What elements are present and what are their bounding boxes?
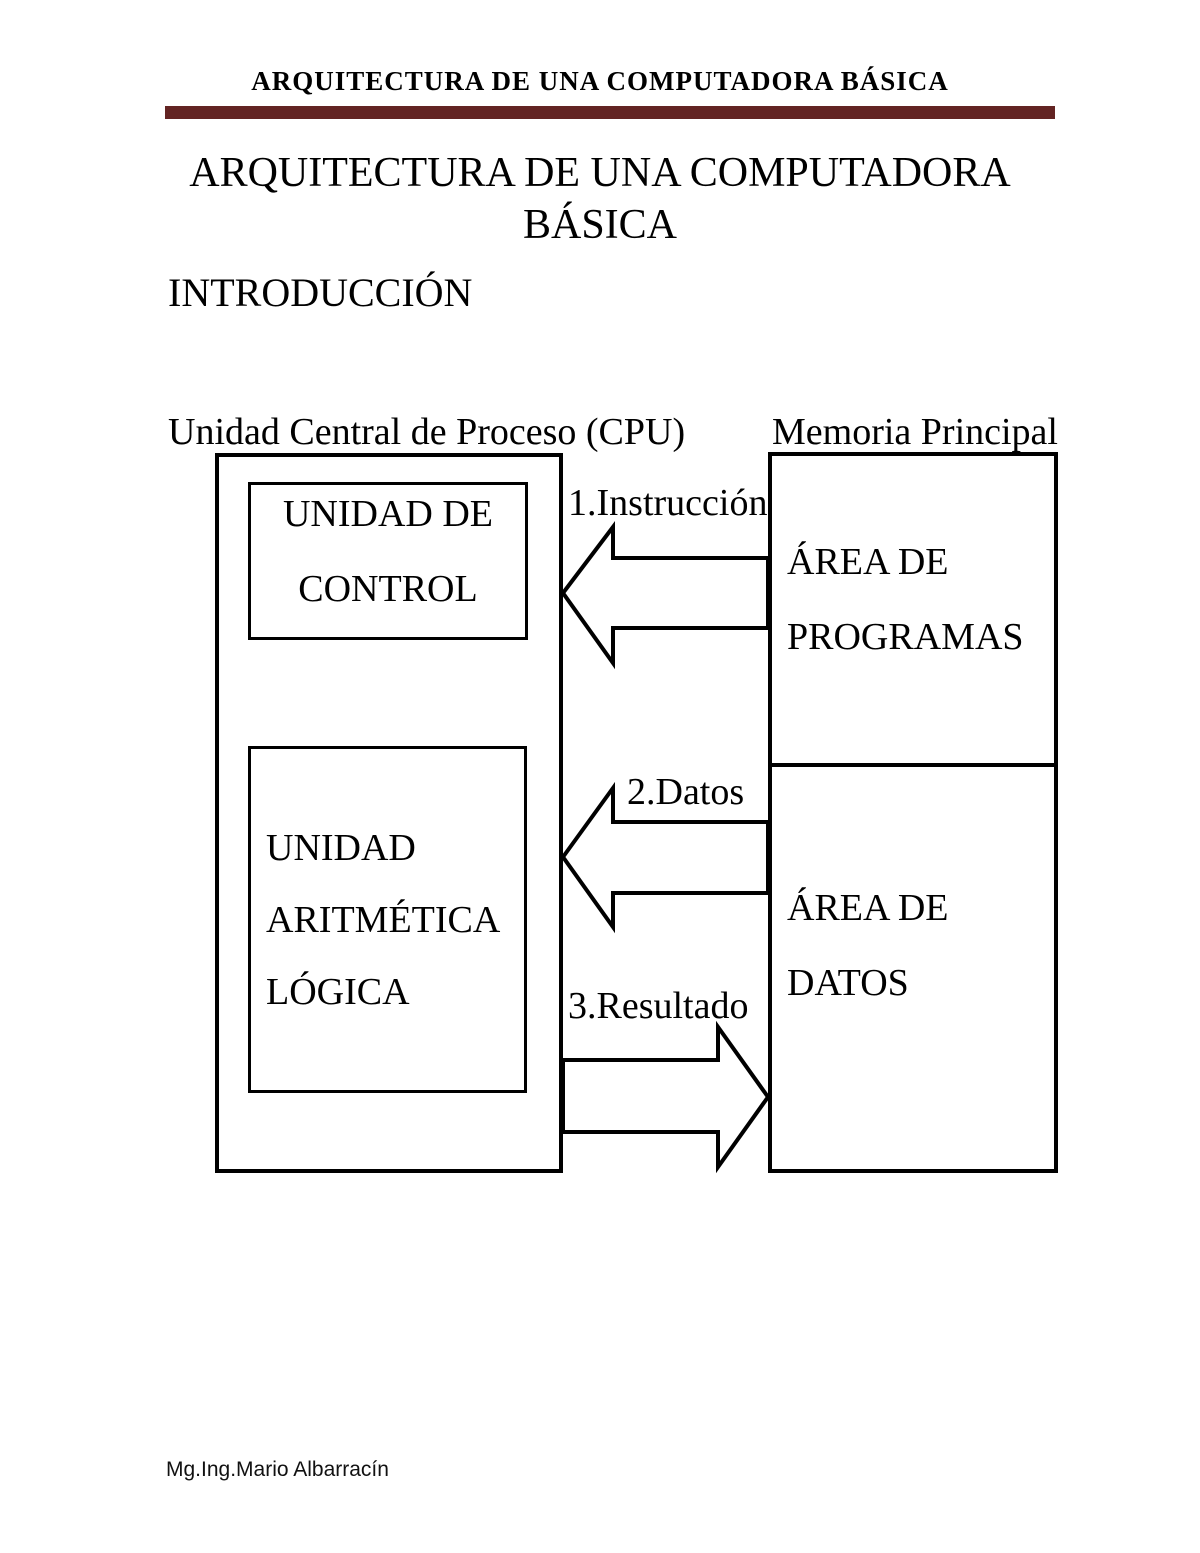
control-unit-box: UNIDAD DE CONTROL	[248, 482, 528, 640]
data-area-section: ÁREA DE DATOS	[772, 767, 1054, 1169]
control-unit-line1: UNIDAD DE	[282, 493, 494, 535]
data-area-line1: ÁREA DE	[787, 886, 949, 929]
program-area-line2: PROGRAMAS	[787, 615, 1024, 658]
document-title: ARQUITECTURA DE UNA COMPUTADORA BÁSICA	[0, 147, 1200, 251]
result-arrow	[561, 1020, 771, 1174]
alu-line3: LÓGICA	[266, 970, 410, 1013]
program-area-section: ÁREA DE PROGRAMAS	[772, 456, 1054, 767]
arrow-label-instruccion: 1.Instrucción	[568, 482, 768, 524]
instruction-arrow	[560, 521, 770, 670]
data-area-line2: DATOS	[787, 961, 909, 1004]
section-heading-introduccion: INTRODUCCIÓN	[168, 270, 473, 315]
cpu-column-label: Unidad Central de Proceso (CPU)	[168, 411, 686, 453]
footer-author: Mg.Ing.Mario Albarracín	[166, 1458, 389, 1481]
alu-line2: ARITMÉTICA	[266, 898, 501, 941]
memory-column-label: Memoria Principal	[772, 411, 1058, 453]
document-title-line2: BÁSICA	[522, 202, 678, 248]
control-unit-line2: CONTROL	[298, 568, 478, 610]
alu-box: UNIDAD ARITMÉTICA LÓGICA	[248, 746, 527, 1093]
program-area-line1: ÁREA DE	[787, 540, 949, 583]
alu-line1: UNIDAD	[266, 826, 416, 869]
header-rule-bar	[165, 106, 1055, 119]
memory-box: ÁREA DE PROGRAMAS ÁREA DE DATOS	[768, 452, 1058, 1173]
arrow-label-datos: 2.Datos	[627, 771, 745, 813]
arrow-label-resultado: 3.Resultado	[568, 985, 749, 1027]
running-header-title: ARQUITECTURA DE UNA COMPUTADORA BÁSICA	[251, 66, 949, 96]
document-title-line1: ARQUITECTURA DE UNA COMPUTADORA	[189, 150, 1011, 196]
